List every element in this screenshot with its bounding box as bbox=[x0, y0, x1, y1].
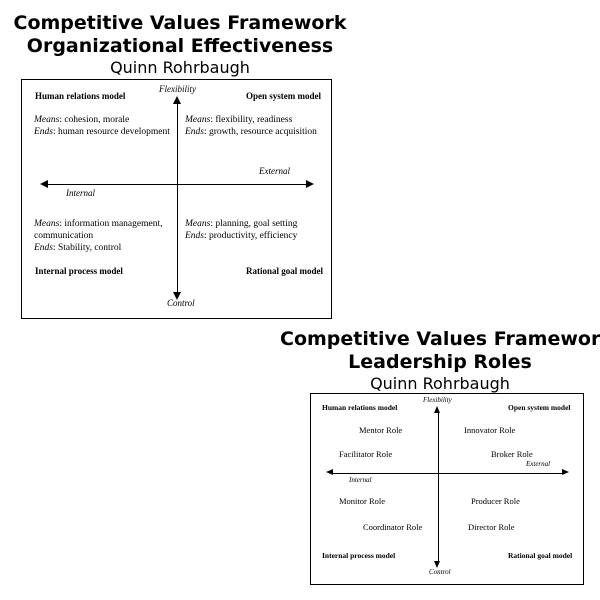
horizontal-axis-line-2 bbox=[333, 473, 562, 474]
role-broker: Broker Role bbox=[491, 449, 533, 459]
diagram-2-title-block: Competitive Values Framework Leadership … bbox=[280, 328, 600, 394]
role-innovator: Innovator Role bbox=[464, 425, 516, 435]
role-coordinator: Coordinator Role bbox=[363, 522, 423, 532]
axis-label-flexibility-2: Flexibility bbox=[423, 396, 452, 404]
ends-value-bl: : Stability, control bbox=[53, 243, 122, 253]
quadrant-label-rational-goal-model: Rational goal model bbox=[246, 266, 324, 276]
role-director: Director Role bbox=[468, 522, 515, 532]
quadrant-label-human-relations-model: Human relations model bbox=[35, 91, 126, 101]
diagram-2-title-line-2: Leadership Roles bbox=[348, 351, 532, 373]
means-value-br: : planning, goal setting bbox=[210, 219, 298, 229]
control-arrowhead-icon-2 bbox=[434, 561, 440, 568]
diagram-1-title-line-1: Competitive Values Framework bbox=[13, 12, 347, 34]
ends-label-tl: Ends bbox=[34, 127, 53, 137]
means-value-tl: : cohesion, morale bbox=[59, 115, 130, 125]
diagram-1-title-block: Competitive Values Framework Organizatio… bbox=[0, 12, 360, 78]
ends-label-bl: Ends bbox=[34, 243, 53, 253]
diagram-2-title-line-1: Competitive Values Framework bbox=[280, 328, 600, 350]
means-label-tl: Means bbox=[34, 115, 60, 125]
bottom-right-ends: Ends: productivity, efficiency bbox=[185, 230, 297, 242]
bottom-left-means: Means: information management, bbox=[34, 218, 162, 230]
ends-value-br: : productivity, efficiency bbox=[204, 231, 298, 241]
quadrant-label-human-relations-model-2: Human relations model bbox=[322, 403, 398, 412]
flexibility-arrowhead-icon bbox=[173, 96, 181, 104]
ends-value-tr: : growth, resource acquisition bbox=[204, 127, 317, 137]
means-label-bl: Means bbox=[34, 219, 60, 229]
axis-label-flexibility: Flexibility bbox=[159, 84, 196, 94]
quadrant-label-rational-goal-model-2: Rational goal model bbox=[508, 551, 573, 560]
top-right-means: Means: flexibility, readiness bbox=[185, 114, 292, 126]
ends-label-br: Ends bbox=[185, 231, 204, 241]
leadership-roles-framework: Flexibility Control Internal External Hu… bbox=[310, 393, 584, 585]
diagram-2-author: Quinn Rohrbaugh bbox=[370, 374, 510, 393]
bottom-left-ends: Ends: Stability, control bbox=[34, 242, 121, 254]
axis-label-external-2: External bbox=[526, 460, 551, 468]
internal-arrowhead-icon-2 bbox=[326, 469, 333, 475]
axis-label-internal: Internal bbox=[66, 188, 95, 198]
axis-label-external: External bbox=[259, 166, 290, 176]
external-arrowhead-icon-2 bbox=[562, 469, 569, 475]
vertical-axis-line-2 bbox=[438, 413, 439, 561]
bottom-left-means-cont: communication bbox=[34, 231, 94, 241]
diagram-1-author: Quinn Rohrbaugh bbox=[110, 58, 250, 77]
quadrant-label-open-system-model-2: Open system model bbox=[508, 403, 571, 412]
bottom-right-means: Means: planning, goal setting bbox=[185, 218, 297, 230]
axis-label-control-2: Control bbox=[429, 568, 451, 576]
axis-label-internal-2: Internal bbox=[349, 476, 372, 484]
quadrant-label-internal-process-model: Internal process model bbox=[35, 266, 123, 276]
means-label-br: Means bbox=[185, 219, 211, 229]
axis-label-control: Control bbox=[167, 298, 195, 308]
ends-label-tr: Ends bbox=[185, 127, 204, 137]
external-arrowhead-icon bbox=[306, 180, 314, 188]
means-label-tr: Means bbox=[185, 115, 211, 125]
role-facilitator: Facilitator Role bbox=[339, 449, 393, 459]
horizontal-axis-line bbox=[48, 184, 306, 185]
ends-value-tl: : human resource development bbox=[53, 127, 170, 137]
vertical-axis-line bbox=[177, 104, 178, 292]
top-left-means: Means: cohesion, morale bbox=[34, 114, 129, 126]
quadrant-label-open-system-model: Open system model bbox=[246, 91, 321, 101]
role-producer: Producer Role bbox=[471, 496, 520, 506]
organizational-effectiveness-framework: Flexibility Control Internal External Hu… bbox=[21, 79, 332, 319]
flexibility-arrowhead-icon-2 bbox=[434, 406, 440, 413]
control-arrowhead-icon bbox=[173, 292, 181, 300]
top-right-ends: Ends: growth, resource acquisition bbox=[185, 126, 317, 138]
top-left-ends: Ends: human resource development bbox=[34, 126, 170, 138]
quadrant-label-internal-process-model-2: Internal process model bbox=[322, 551, 396, 560]
role-mentor: Mentor Role bbox=[359, 425, 403, 435]
means-value-bl: : information management, bbox=[59, 219, 163, 229]
diagram-1-title-line-2: Organizational Effectiveness bbox=[26, 35, 334, 57]
role-monitor: Monitor Role bbox=[339, 496, 386, 506]
internal-arrowhead-icon bbox=[40, 180, 48, 188]
means-value-tr: : flexibility, readiness bbox=[210, 115, 293, 125]
